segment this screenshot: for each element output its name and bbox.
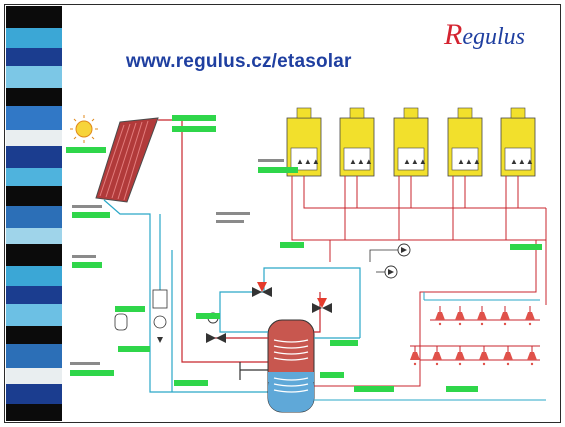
slide-frame [4, 4, 561, 423]
shower-row-upper [435, 306, 535, 326]
shower-icon [455, 306, 465, 326]
annotation-tag [118, 346, 150, 352]
annotation-tag [280, 242, 304, 248]
annotation-text [72, 255, 96, 258]
solar-circuit-pipes [103, 119, 268, 393]
svg-text:▲▲▲: ▲▲▲ [349, 157, 373, 166]
sun-icon [70, 115, 98, 143]
boiler-header-pipes [291, 176, 547, 361]
annotation-text [258, 159, 284, 162]
boiler-icon: ▲▲▲ [393, 107, 429, 177]
expansion-vessel-icon [114, 313, 128, 331]
solar-collector-icon [95, 117, 159, 203]
annotation-tag [115, 306, 145, 312]
website-url: www.regulus.cz/etasolar [126, 51, 352, 72]
shower-icon [455, 346, 465, 366]
annotation-text [216, 220, 244, 223]
boiler-cascade: ▲▲▲ ▲▲▲ ▲▲▲ ▲▲▲ [286, 107, 536, 177]
annotation-tag [72, 212, 110, 218]
svg-text:▲▲▲: ▲▲▲ [403, 157, 427, 166]
annotation-tag [196, 313, 220, 319]
three-way-valve-icon [206, 282, 332, 343]
shower-icon [477, 306, 487, 326]
pump-icon [397, 243, 411, 257]
shower-row-lower [410, 346, 537, 366]
annotation-text [70, 362, 100, 365]
solar-pump-station [152, 289, 168, 343]
logo-text: egulus [462, 24, 525, 50]
boiler-icon: ▲▲▲ [447, 107, 483, 177]
pump-icon [384, 265, 398, 279]
shower-icon [500, 306, 510, 326]
annotation-tag [66, 147, 106, 153]
annotation-tag [70, 370, 114, 376]
annotation-tag [320, 372, 344, 378]
shower-icon [435, 306, 445, 326]
shower-icon [503, 346, 513, 366]
shower-icon [527, 346, 537, 366]
boiler-icon: ▲▲▲ [500, 107, 536, 177]
shower-icon [479, 346, 489, 366]
svg-text:▲▲▲: ▲▲▲ [510, 157, 534, 166]
svg-text:▲▲▲: ▲▲▲ [457, 157, 481, 166]
pump-connections [369, 249, 398, 273]
hot-water-distribution [314, 292, 546, 401]
boiler-icon: ▲▲▲ [286, 107, 322, 177]
annotation-tag [354, 386, 394, 392]
logo-initial: R [444, 18, 463, 51]
annotation-tag [174, 380, 208, 386]
boiler-icon: ▲▲▲ [339, 107, 375, 177]
annotation-tag [330, 340, 358, 346]
annotation-tag [172, 115, 216, 121]
annotation-tag [258, 167, 298, 173]
shower-icon [410, 346, 420, 366]
svg-text:▲▲▲: ▲▲▲ [296, 157, 320, 166]
annotation-tag [446, 386, 478, 392]
storage-tank-icon [267, 319, 315, 413]
annotation-tag [510, 244, 542, 250]
shower-icon [432, 346, 442, 366]
annotation-text [216, 212, 250, 215]
regulus-logo: Regulus [444, 18, 525, 52]
annotation-text [72, 205, 102, 208]
shower-icon [525, 306, 535, 326]
annotation-tag [172, 126, 216, 132]
annotation-tag [72, 262, 102, 268]
